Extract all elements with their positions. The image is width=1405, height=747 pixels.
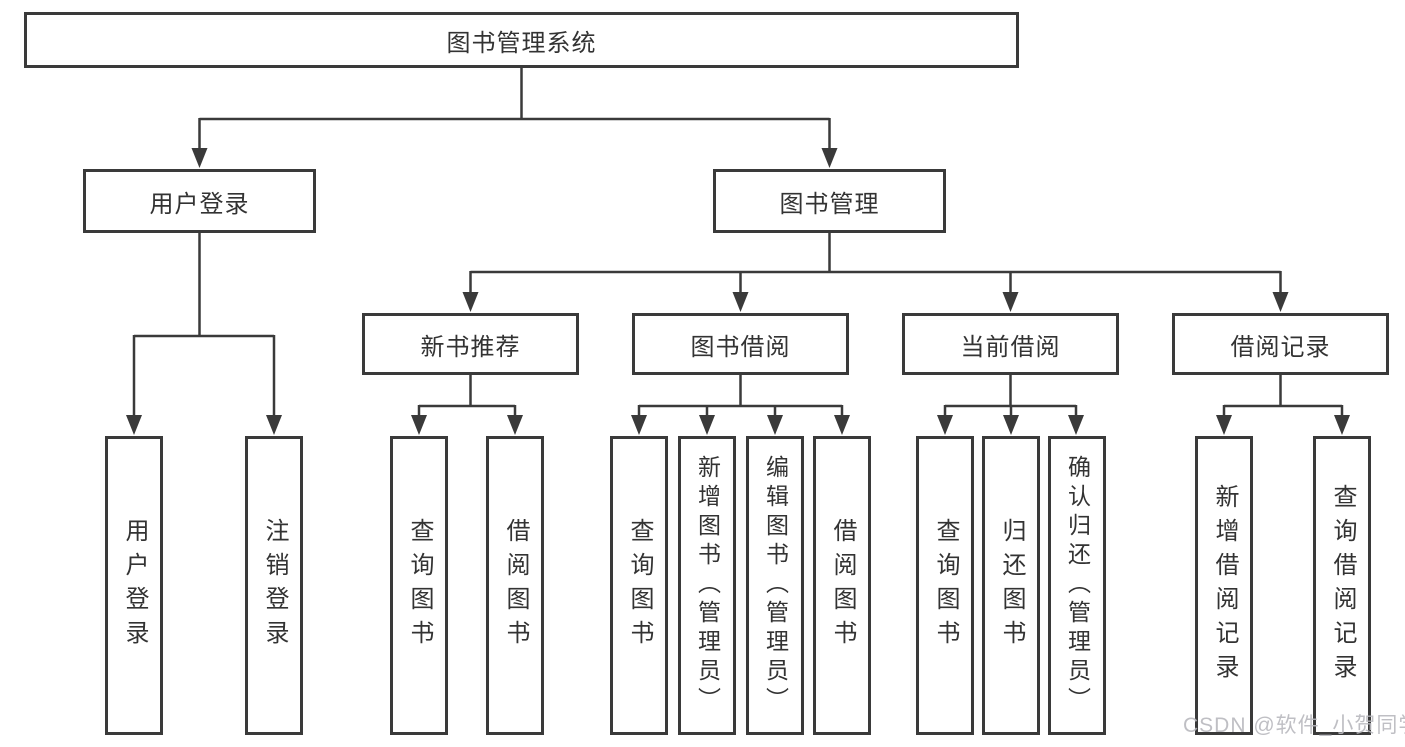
leaf-records-query-record: 查询借阅记录 bbox=[1313, 436, 1371, 735]
leaf-current-return-books: 归还图书 bbox=[982, 436, 1040, 735]
arrow-leaf-current-query bbox=[937, 415, 953, 435]
node-root: 图书管理系统 bbox=[24, 12, 1019, 68]
connector-root-to-level2 bbox=[198, 68, 831, 152]
leaf-borrowing-borrow-books: 借阅图书 bbox=[813, 436, 871, 735]
leaf-recommend-borrow-books-label: 借阅图书 bbox=[502, 517, 529, 654]
arrow-leaf-current-confirm bbox=[1068, 415, 1084, 435]
node-book-management-label: 图书管理 bbox=[779, 190, 880, 218]
leaf-borrowing-add-books-admin-label: 新增图书（管理员） bbox=[694, 455, 721, 716]
leaf-borrowing-query-books-label: 查询图书 bbox=[626, 517, 653, 654]
arrowheads bbox=[126, 148, 1350, 435]
node-book-borrowing-label: 图书借阅 bbox=[690, 333, 791, 361]
node-current-borrowing-label: 当前借阅 bbox=[960, 333, 1061, 361]
connector-borrowing-to-leaves bbox=[637, 375, 844, 419]
leaf-borrowing-edit-books-admin: 编辑图书（管理员） bbox=[746, 436, 804, 735]
leaf-current-query-books: 查询图书 bbox=[916, 436, 974, 735]
arrow-leaf-records-query bbox=[1334, 415, 1350, 435]
arrow-to-current bbox=[1002, 292, 1019, 312]
leaf-current-confirm-return-admin: 确认归还（管理员） bbox=[1048, 436, 1106, 735]
connector-current-to-leaves bbox=[943, 375, 1078, 419]
arrow-to-borrowing bbox=[732, 292, 749, 312]
node-user-login-label: 用户登录 bbox=[149, 190, 250, 218]
arrow-leaf-borrowing-query bbox=[631, 415, 647, 435]
leaf-user-login: 用户登录 bbox=[105, 436, 163, 735]
node-book-borrowing: 图书借阅 bbox=[632, 313, 849, 375]
connector-recommend-to-leaves bbox=[417, 375, 517, 419]
leaf-borrowing-borrow-books-label: 借阅图书 bbox=[829, 517, 856, 654]
leaf-current-query-books-label: 查询图书 bbox=[932, 517, 959, 654]
connector-login-to-leaves bbox=[132, 233, 276, 419]
leaf-logout-label: 注销登录 bbox=[261, 517, 288, 654]
arrow-to-records bbox=[1272, 292, 1289, 312]
leaf-current-return-books-label: 归还图书 bbox=[998, 517, 1025, 654]
arrow-leaf-borrowing-borrow bbox=[834, 415, 850, 435]
arrow-leaf-borrowing-add bbox=[699, 415, 715, 435]
leaf-records-add-record-label: 新增借阅记录 bbox=[1211, 483, 1238, 688]
node-book-management: 图书管理 bbox=[713, 169, 946, 233]
node-new-book-recommend: 新书推荐 bbox=[362, 313, 579, 375]
csdn-watermark: CSDN @软件_小贺同学 bbox=[1183, 714, 1405, 737]
arrow-leaf-current-return bbox=[1003, 415, 1019, 435]
connector-management-to-level3 bbox=[469, 233, 1282, 296]
arrow-to-recommend bbox=[462, 292, 479, 312]
node-borrowing-records-label: 借阅记录 bbox=[1230, 333, 1331, 361]
leaf-user-login-label: 用户登录 bbox=[121, 517, 148, 654]
arrow-leaf-borrowing-edit bbox=[767, 415, 783, 435]
arrow-leaf-logout bbox=[266, 415, 282, 435]
arrow-leaf-user-login bbox=[126, 415, 142, 435]
leaf-recommend-query-books-label: 查询图书 bbox=[406, 517, 433, 654]
arrow-to-login bbox=[191, 148, 208, 168]
leaf-borrowing-edit-books-admin-label: 编辑图书（管理员） bbox=[762, 455, 789, 716]
leaf-current-confirm-return-admin-label: 确认归还（管理员） bbox=[1064, 455, 1091, 716]
leaf-recommend-query-books: 查询图书 bbox=[390, 436, 448, 735]
node-root-label: 图书管理系统 bbox=[446, 29, 597, 57]
arrow-leaf-records-add bbox=[1216, 415, 1232, 435]
leaf-borrowing-add-books-admin: 新增图书（管理员） bbox=[678, 436, 736, 735]
arrow-to-management bbox=[821, 148, 838, 168]
leaf-borrowing-query-books: 查询图书 bbox=[610, 436, 668, 735]
leaf-logout: 注销登录 bbox=[245, 436, 303, 735]
leaf-records-add-record: 新增借阅记录 bbox=[1195, 436, 1253, 735]
leaf-records-query-record-label: 查询借阅记录 bbox=[1329, 483, 1356, 688]
connector-records-to-leaves bbox=[1222, 375, 1344, 419]
leaf-recommend-borrow-books: 借阅图书 bbox=[486, 436, 544, 735]
arrow-leaf-recommend-borrow bbox=[507, 415, 523, 435]
node-borrowing-records: 借阅记录 bbox=[1172, 313, 1389, 375]
node-current-borrowing: 当前借阅 bbox=[902, 313, 1119, 375]
arrow-leaf-recommend-query bbox=[411, 415, 427, 435]
node-user-login: 用户登录 bbox=[83, 169, 316, 233]
node-new-book-recommend-label: 新书推荐 bbox=[420, 333, 521, 361]
